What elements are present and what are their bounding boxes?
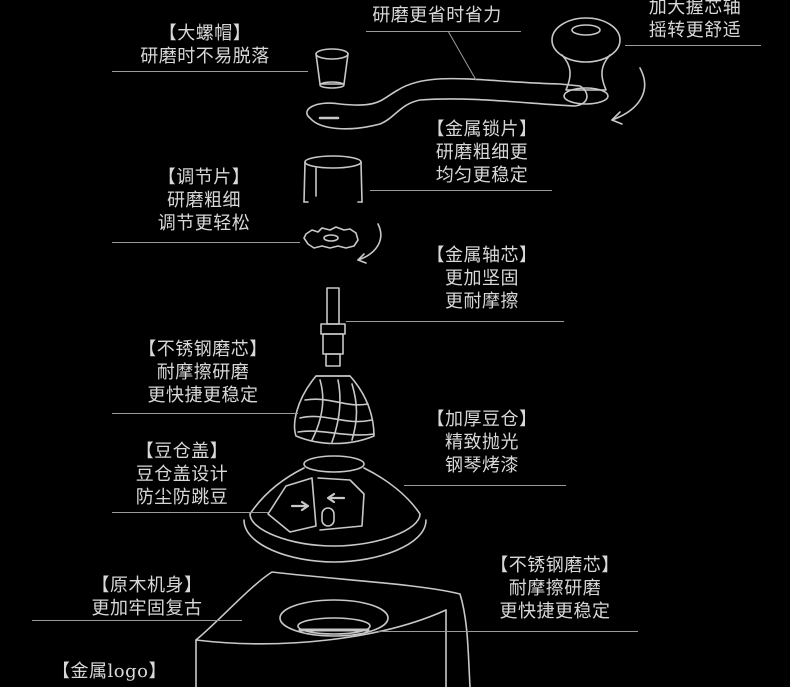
lock-plate-drawing [303,155,363,203]
shaft-drawing [320,287,346,367]
leader-knob [625,45,761,46]
rotation-arrow-top-head [611,111,623,125]
callout-logo: 【金属logo】 [52,661,167,682]
leader-handle [366,31,521,32]
rotation-arrow-mid [357,223,382,261]
leader-cap [112,71,308,72]
callout-burr: 【不锈钢磨芯】 耐摩擦研磨 更快捷更稳定 [138,339,268,406]
leader-burr [112,413,298,414]
leader-hopper [404,485,566,486]
callout-body: 【原木机身】 更加牢固复古 [91,575,203,619]
wooden-body-drawing [195,571,471,687]
burr-drawing [293,375,375,445]
callout-knob: 加大握芯轴 摇转更舒适 [648,0,742,41]
leader-shaft [346,321,564,322]
leader-burr-base [378,631,638,632]
rotation-arrow-mid-head [357,253,367,264]
callout-adjuster: 【调节片】 研磨粗细 调节更轻松 [157,167,251,234]
callout-lid: 【豆仓盖】 豆仓盖设计 防尘防跳豆 [135,441,229,508]
crank-handle-drawing [306,77,588,130]
leader-body [32,620,242,621]
adjuster-gear-drawing [303,226,359,249]
callout-handle: 研磨更省时省力 [372,5,502,26]
callout-shaft: 【金属轴芯】 更加坚固 更耐摩擦 [426,245,538,312]
callout-cap: 【大螺帽】 研磨时不易脱落 [140,23,270,67]
callout-hopper: 【加厚豆仓】 精致抛光 钢琴烤漆 [426,409,538,476]
leader-lock-plate [370,190,552,191]
leader-adjuster [112,242,300,243]
rotation-arrow-top [611,67,646,121]
leader-lid [112,512,268,513]
knob-drawing [551,17,621,105]
hopper-lid-drawing [243,455,427,563]
cap-nut-drawing [315,48,349,89]
callout-burr-base: 【不锈钢磨芯】 耐摩擦研磨 更快捷更稳定 [490,555,620,622]
callout-lock-plate: 【金属锁片】 研磨粗细更 均匀更稳定 [426,119,538,186]
